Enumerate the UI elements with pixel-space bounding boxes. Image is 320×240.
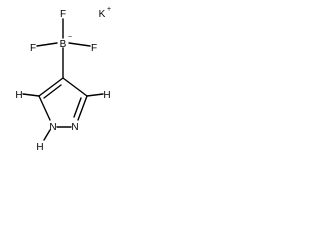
atom-h-right: H (103, 90, 110, 101)
potassium-charge: + (107, 6, 111, 13)
atom-potassium: K (99, 9, 106, 20)
atom-boron: B (60, 39, 67, 50)
chemical-structure-diagram: F F F B − H H N N H K + (15, 6, 111, 153)
bond-c5-h (22, 93, 40, 97)
atom-n-h: N (49, 122, 56, 133)
atom-h-left: H (15, 90, 22, 101)
boron-charge: − (68, 34, 72, 41)
atom-f-left: F (30, 43, 36, 54)
bond-c3-h (86, 93, 104, 97)
atom-n-right: N (71, 122, 78, 133)
atom-f-right: F (91, 43, 97, 54)
bond-n2-c3-inner (73, 97, 82, 118)
bond-n1-h (43, 129, 51, 141)
bonds (22, 18, 104, 141)
bond-n2-c3 (77, 95, 88, 121)
atom-labels: F F F B − H H N N H (15, 9, 110, 153)
atom-h-nh: H (36, 142, 43, 153)
atom-f-top: F (60, 9, 66, 20)
bond-c4-c3 (62, 77, 88, 97)
bond-c4-c5-inner (43, 84, 62, 99)
bond-b-f-left (36, 42, 58, 47)
counterion: K + (99, 6, 111, 20)
bond-c5-n1 (38, 95, 51, 121)
bond-c4-c5 (38, 77, 64, 97)
bond-b-f-right (68, 42, 91, 47)
